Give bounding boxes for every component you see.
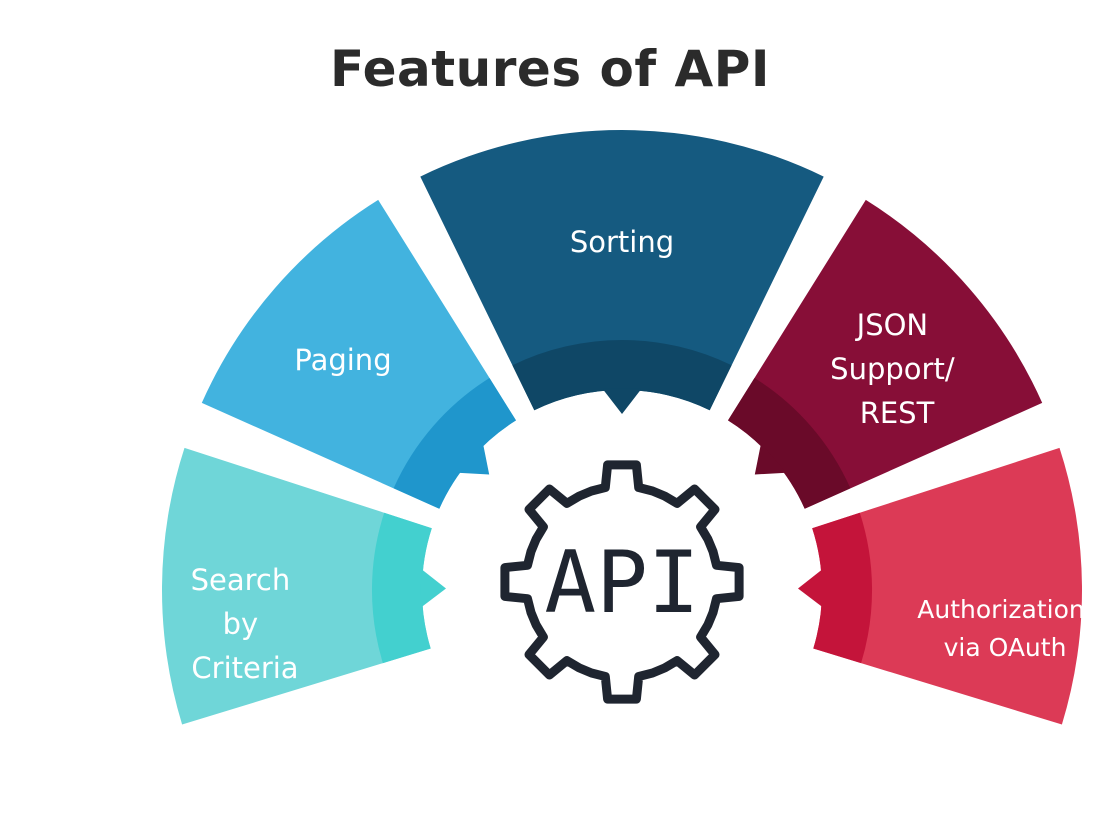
segment-sorting-inner-band xyxy=(512,339,732,411)
segment-auth-line-1: Authorization xyxy=(917,595,1084,624)
gear-icon xyxy=(500,460,744,704)
segment-paging-inner-band xyxy=(393,378,516,509)
segment-sorting-label: Sorting xyxy=(570,225,674,259)
segment-json-inner-band xyxy=(728,378,851,509)
segment-search-outer xyxy=(161,447,432,725)
segment-search-line-1: Search xyxy=(191,563,291,597)
segment-paging-pointer xyxy=(457,443,490,475)
segment-json-line-2: Support/ xyxy=(830,352,955,386)
segment-auth-pointer xyxy=(798,568,824,608)
segment-paging-line-1: Paging xyxy=(294,343,391,377)
segment-authorization-via-oauth: Authorization via OAuth xyxy=(798,447,1092,725)
segment-search-inner-band xyxy=(371,512,432,664)
center-gear: API xyxy=(500,460,744,704)
segment-search-pointer xyxy=(420,568,446,608)
segments-layer: Search by Criteria Paging xyxy=(161,130,1092,725)
segment-json-support-rest: JSON Support/ REST xyxy=(728,199,1043,509)
segment-paging-label: Paging xyxy=(294,343,391,377)
segment-json-pointer xyxy=(754,443,787,475)
segment-sorting: Sorting xyxy=(420,130,824,414)
segment-json-line-1: JSON xyxy=(855,308,928,342)
segment-auth-outer xyxy=(812,447,1083,725)
segment-auth-inner-band xyxy=(812,512,873,664)
center-api-label: API xyxy=(544,533,699,633)
segment-sorting-pointer xyxy=(602,388,642,414)
segment-auth-label: Authorization via OAuth xyxy=(917,595,1092,662)
segment-json-line-3: REST xyxy=(860,396,935,430)
segment-search-line-2: by xyxy=(223,607,259,641)
segment-search-label: Search by Criteria xyxy=(191,563,300,685)
segment-json-label: JSON Support/ REST xyxy=(830,308,964,430)
segment-search-line-3: Criteria xyxy=(191,651,298,685)
segment-auth-line-2: via OAuth xyxy=(944,633,1067,662)
segment-paging: Paging xyxy=(201,199,517,509)
segment-sorting-outer xyxy=(420,130,824,411)
diagram-title: Features of API xyxy=(330,40,770,98)
segment-sorting-line-1: Sorting xyxy=(570,225,674,259)
segment-search-by-criteria: Search by Criteria xyxy=(161,447,446,725)
